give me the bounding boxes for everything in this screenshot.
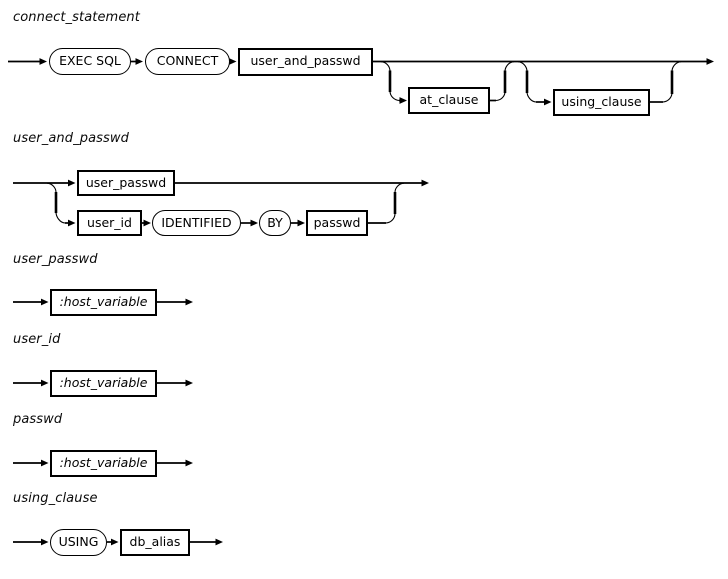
terminal-by: BY xyxy=(259,210,291,236)
nonterminal-user-passwd: user_passwd xyxy=(77,170,175,196)
rule-title-user-passwd: user_passwd xyxy=(13,252,98,267)
tracks-user-passwd xyxy=(13,298,193,306)
tracks-user-id xyxy=(13,379,193,387)
tracks-passwd xyxy=(13,459,193,467)
nonterminal-passwd: passwd xyxy=(306,210,368,236)
terminal-using: USING xyxy=(50,528,107,556)
rule-title-user-id: user_id xyxy=(13,332,61,347)
tracks-using-clause xyxy=(13,538,223,546)
nonterminal-db-alias: db_alias xyxy=(120,528,190,556)
rule-title-using-clause: using_clause xyxy=(13,491,98,506)
terminal-exec-sql: EXEC SQL xyxy=(49,48,131,75)
nonterminal-at-clause: at_clause xyxy=(408,87,490,114)
nonterminal-using-clause: using_clause xyxy=(553,88,650,116)
nonterminal-host-variable-user-id: :host_variable xyxy=(50,369,157,397)
terminal-connect: CONNECT xyxy=(145,48,230,75)
nonterminal-user-id: user_id xyxy=(77,210,142,236)
nonterminal-host-variable-user-passwd: :host_variable xyxy=(50,288,157,316)
tracks-connect-statement xyxy=(8,58,714,106)
tracks-user-and-passwd xyxy=(13,179,429,227)
nonterminal-user-and-passwd: user_and_passwd xyxy=(238,47,373,76)
terminal-identified: IDENTIFIED xyxy=(152,210,241,236)
rule-title-passwd: passwd xyxy=(13,412,63,427)
rule-title-connect-statement: connect_statement xyxy=(13,10,140,25)
rule-title-user-and-passwd: user_and_passwd xyxy=(13,131,129,146)
nonterminal-host-variable-passwd: :host_variable xyxy=(50,449,157,477)
